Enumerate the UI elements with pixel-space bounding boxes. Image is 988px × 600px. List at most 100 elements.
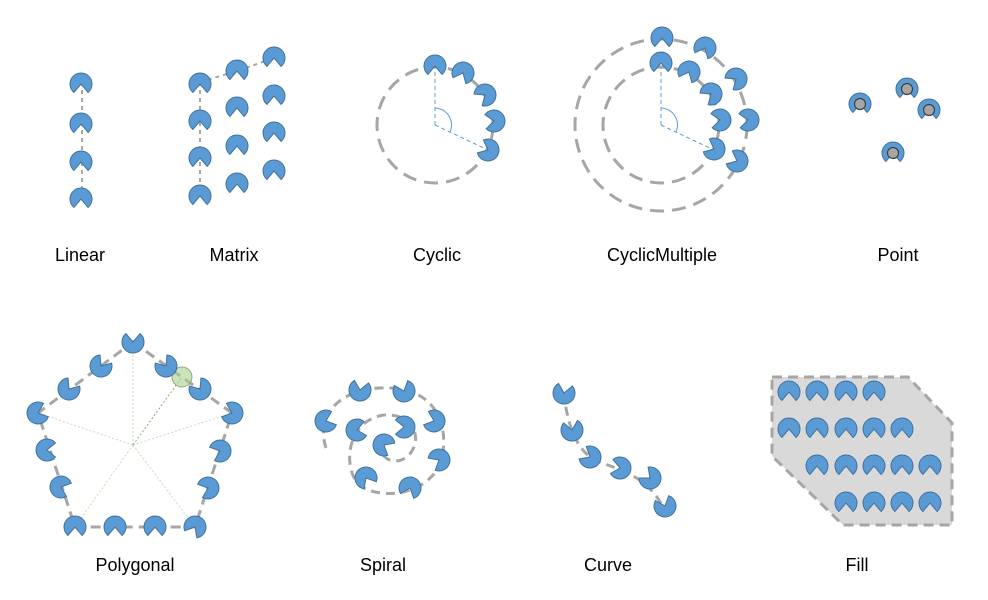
marker-shape xyxy=(699,82,723,106)
pacman-marker-icon xyxy=(552,382,576,405)
spiral-pattern xyxy=(314,379,451,499)
marker-shape xyxy=(702,137,726,161)
pacman-marker-icon xyxy=(890,454,914,476)
curve-pattern xyxy=(552,382,677,518)
marker-shape xyxy=(834,491,858,513)
pacman-marker-icon xyxy=(63,515,87,537)
marker-shape xyxy=(862,417,886,439)
marker-shape xyxy=(609,456,632,480)
marker-shape xyxy=(225,172,249,194)
marker-shape xyxy=(693,36,717,60)
marker-shape xyxy=(918,491,942,513)
pacman-marker-icon xyxy=(197,476,220,500)
marker-shape xyxy=(262,84,286,106)
pacman-marker-icon xyxy=(262,46,286,68)
pacman-marker-icon xyxy=(69,72,93,94)
pacman-marker-icon xyxy=(476,138,500,162)
pacman-marker-icon xyxy=(805,380,829,402)
marker-shape xyxy=(638,466,662,490)
pacman-marker-icon xyxy=(702,137,726,161)
label-matrix: Matrix xyxy=(209,245,259,265)
pacman-marker-icon xyxy=(26,401,49,425)
pacman-marker-icon xyxy=(35,438,57,462)
pacman-marker-icon xyxy=(154,354,178,378)
radial-guide xyxy=(132,376,183,446)
pacman-marker-icon xyxy=(724,67,748,91)
label-fill: Fill xyxy=(845,555,869,575)
pacman-marker-icon xyxy=(423,409,446,433)
pacman-marker-icon xyxy=(473,83,497,107)
marker-shape xyxy=(777,417,801,439)
polygon-path xyxy=(36,340,234,529)
marker-shape xyxy=(49,475,72,499)
marker-shape xyxy=(862,454,886,476)
pacman-marker-icon xyxy=(225,134,249,156)
pacman-marker-icon xyxy=(225,172,249,194)
marker-shape xyxy=(423,54,447,76)
label-polygonal: Polygonal xyxy=(95,555,175,575)
marker-shape xyxy=(57,377,81,401)
matrix-row-path xyxy=(199,57,275,83)
pacman-marker-icon xyxy=(221,401,244,425)
marker-shape xyxy=(372,433,396,457)
pacman-with-dot-icon xyxy=(881,141,905,163)
pacman-marker-icon xyxy=(834,380,858,402)
marker-shape xyxy=(69,112,93,134)
spiral-path xyxy=(321,386,446,495)
pacman-marker-icon xyxy=(699,82,723,106)
marker-shape xyxy=(890,491,914,513)
marker-shape xyxy=(394,415,416,439)
label-linear: Linear xyxy=(54,245,106,265)
pacman-marker-icon xyxy=(394,415,416,439)
marker-shape xyxy=(777,380,801,402)
marker-shape xyxy=(649,51,673,73)
pacman-marker-icon xyxy=(862,454,886,476)
label-point: Point xyxy=(877,245,919,265)
angle-arc xyxy=(434,107,453,133)
radial-guide xyxy=(74,444,134,528)
pacman-marker-icon xyxy=(427,448,451,472)
pacman-marker-icon xyxy=(314,409,337,433)
marker-shape xyxy=(188,146,212,168)
pacman-marker-icon xyxy=(69,187,93,209)
marker-shape xyxy=(805,417,829,439)
pacman-marker-icon xyxy=(69,112,93,134)
marker-center-dot xyxy=(922,103,936,117)
marker-shape xyxy=(221,401,244,425)
pacman-marker-icon xyxy=(918,454,942,476)
marker-shape xyxy=(451,61,475,85)
marker-shape xyxy=(188,109,212,131)
marker-shape xyxy=(423,409,446,433)
pacman-marker-icon xyxy=(484,109,506,133)
marker-shape xyxy=(862,380,886,402)
pacman-marker-icon xyxy=(89,354,113,378)
marker-shape xyxy=(188,377,212,401)
pacman-marker-icon xyxy=(738,108,760,132)
pacman-marker-icon xyxy=(862,491,886,513)
marker-center-dot xyxy=(900,82,914,96)
marker-shape xyxy=(188,184,212,206)
marker-shape xyxy=(578,445,602,469)
marker-shape xyxy=(63,515,87,537)
marker-shape xyxy=(725,149,749,173)
marker-shape xyxy=(188,72,212,94)
marker-shape xyxy=(890,417,914,439)
pacman-marker-icon xyxy=(121,332,145,354)
pacman-marker-icon xyxy=(862,417,886,439)
pacman-marker-icon xyxy=(262,121,286,143)
marker-shape xyxy=(890,454,914,476)
marker-shape xyxy=(427,448,451,472)
pacman-marker-icon xyxy=(638,466,662,490)
angle-arc xyxy=(660,107,679,133)
marker-shape xyxy=(862,491,886,513)
pacman-marker-icon xyxy=(693,36,717,60)
pacman-marker-icon xyxy=(777,417,801,439)
polygonal-pattern xyxy=(26,332,244,539)
marker-shape xyxy=(262,121,286,143)
marker-shape xyxy=(476,138,500,162)
pacman-with-dot-icon xyxy=(917,98,941,120)
cyclic-multiple-pattern xyxy=(573,26,760,213)
linear-pattern xyxy=(69,72,93,209)
pacman-marker-icon xyxy=(209,439,232,463)
